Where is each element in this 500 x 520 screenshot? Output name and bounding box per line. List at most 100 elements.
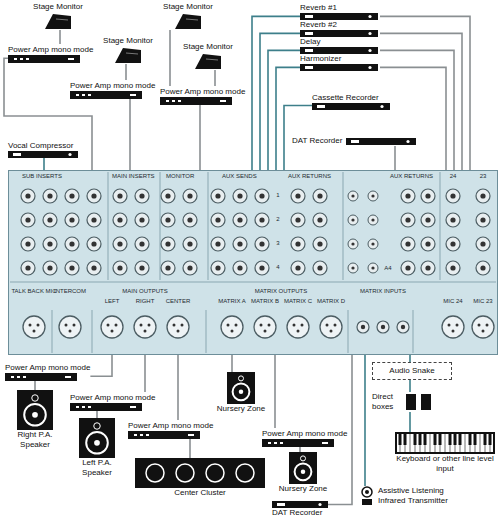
jack-hole xyxy=(295,217,300,222)
xlr-pin xyxy=(482,330,485,333)
jack-hole xyxy=(165,241,170,246)
xlr-pin xyxy=(181,324,184,327)
rack-display xyxy=(305,49,313,52)
jack-hole xyxy=(405,217,410,222)
amp-chassis xyxy=(70,91,142,99)
cluster-driver xyxy=(236,464,254,482)
monitor-wedge xyxy=(174,12,202,30)
power-amp: Power Amp mono mode xyxy=(160,86,245,105)
device-label: Stage Monitor xyxy=(30,2,86,12)
amp-knob xyxy=(146,434,149,436)
key-line xyxy=(410,434,411,452)
amp-knob xyxy=(268,442,271,444)
jack-hole xyxy=(215,241,220,246)
speaker-cabinet xyxy=(79,418,115,458)
signal-cable xyxy=(144,355,146,392)
jack-hole xyxy=(47,217,52,222)
cluster-driver xyxy=(146,464,164,482)
rack-body xyxy=(8,151,78,158)
xlr-pin xyxy=(293,324,296,327)
xlr-pin xyxy=(268,324,271,327)
jack-ring xyxy=(401,261,415,275)
signal-cable xyxy=(394,146,396,170)
cassette-recorder: Cassette Recorder xyxy=(312,92,392,110)
signal-cable xyxy=(380,67,446,170)
cluster-cabinet xyxy=(135,458,265,488)
amp-knob xyxy=(166,100,169,102)
jack-ring xyxy=(113,189,127,203)
jack-ring xyxy=(476,189,490,203)
jack-ring xyxy=(446,189,460,203)
jack-ring xyxy=(291,189,305,203)
device-label: Stage Monitor xyxy=(180,42,236,52)
jack-hole xyxy=(295,265,300,270)
rack-body xyxy=(300,13,378,20)
jack-hole xyxy=(425,193,430,198)
device-label: Reverb #1 xyxy=(300,3,380,13)
device-label: Power Amp mono mode xyxy=(128,421,213,431)
jack-hole xyxy=(187,241,192,246)
jack-hole xyxy=(480,241,485,246)
xlr-pin xyxy=(456,324,459,327)
ir-lens xyxy=(365,490,369,494)
amp-body xyxy=(8,55,80,63)
amp-knob xyxy=(20,58,23,60)
signal-cable xyxy=(364,355,366,486)
black-key xyxy=(419,434,422,445)
key-line xyxy=(415,434,416,452)
jack-hole xyxy=(450,217,455,222)
power-amp: Power Amp mono mode xyxy=(262,428,347,447)
jack-ring xyxy=(476,261,490,275)
jack-hole xyxy=(165,217,170,222)
panel-label: 3 xyxy=(276,240,279,247)
panel-label: 2 xyxy=(276,216,279,223)
jack-ring xyxy=(401,189,415,203)
direct-box-body xyxy=(406,394,416,410)
xlr-pin xyxy=(69,330,72,333)
panel-label: AUX RETURNS xyxy=(390,173,433,180)
direct-box-body xyxy=(421,394,431,410)
jack-ring xyxy=(183,237,197,251)
amp-knob xyxy=(14,58,17,60)
panel-label: RIGHT xyxy=(136,298,155,305)
monitor-body xyxy=(175,14,201,29)
jack-hole xyxy=(425,241,430,246)
mixer-panel: SUB INSERTSMAIN INSERTSMONITORAUX SENDSA… xyxy=(8,170,498,355)
rca-jack xyxy=(348,215,358,225)
jack-hole xyxy=(317,265,322,270)
key-line xyxy=(440,434,441,452)
device-label: Power Amp mono mode xyxy=(160,87,245,97)
device-label: Power Amp mono mode xyxy=(262,429,347,439)
stage-monitor: Stage Monitor xyxy=(180,42,236,70)
amp-chassis xyxy=(128,431,200,439)
amp-knob xyxy=(76,406,79,408)
amp-knob xyxy=(178,100,181,102)
cluster-driver xyxy=(176,464,194,482)
jack-ring xyxy=(255,213,269,227)
jack-ring xyxy=(446,213,460,227)
jack-hole xyxy=(405,193,410,198)
signal-cable xyxy=(59,30,61,44)
signal-cable xyxy=(380,50,454,170)
signal-cable xyxy=(34,381,36,390)
panel-plate xyxy=(9,171,498,355)
key-line xyxy=(485,434,486,452)
rack-display xyxy=(13,153,21,156)
jack-hole xyxy=(425,217,430,222)
jack-ring xyxy=(255,189,269,203)
panel-divider xyxy=(206,310,207,353)
jack-ring xyxy=(135,261,149,275)
rack-unit xyxy=(300,13,378,20)
ir-transmitter: Assistive Listening Infrared Transmitter xyxy=(360,486,462,506)
panel-label: MATRIX OUTPUTS xyxy=(255,288,308,295)
black-key xyxy=(469,434,472,445)
rca-jack xyxy=(348,239,358,249)
device-label: Power Amp mono mode xyxy=(70,393,155,403)
rack-body xyxy=(346,138,416,145)
monitor-body xyxy=(45,14,71,29)
xlr-pin xyxy=(326,324,329,327)
jack-hole xyxy=(25,241,30,246)
panel-label: MATRIX C xyxy=(284,298,312,305)
panel-label: 23 xyxy=(480,173,487,180)
